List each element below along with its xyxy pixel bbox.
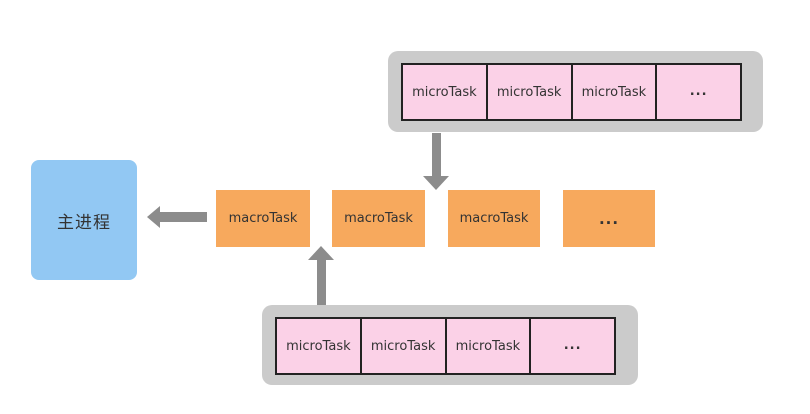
microtask-queue-top-table: microTask microTask microTask ... [401,63,742,121]
microtask-cell: microTask [403,65,488,119]
microtask-cell: microTask [277,319,362,373]
microtask-ellipsis-cell: ... [689,84,708,100]
macrotask-ellipsis-box: ... [563,190,655,247]
macrotask-box: macroTask [332,190,425,247]
microtask-cell: microTask [362,319,447,373]
arrow-shaft [317,259,326,305]
microtask-queue-bottom-container: microTask microTask microTask ... [262,305,638,385]
arrow-up-icon [308,246,335,305]
macrotask-box: macroTask [448,190,540,247]
arrow-head [423,176,449,190]
microtask-queue-bottom-table: microTask microTask microTask ... [275,317,616,375]
arrow-down-icon [423,133,450,190]
arrow-shaft [432,133,441,177]
main-process-label: 主进程 [57,212,111,233]
arrow-head [308,246,334,260]
microtask-ellipsis-cell: ... [563,338,582,354]
main-process-box: 主进程 [31,160,137,280]
macrotask-box: macroTask [216,190,310,247]
microtask-cell: microTask [447,319,532,373]
microtask-cell: microTask [488,65,573,119]
microtask-queue-top-container: microTask microTask microTask ... [388,51,763,132]
arrow-shaft [159,212,207,222]
arrow-head [147,206,160,228]
arrow-left-icon [147,206,207,228]
microtask-cell: microTask [573,65,658,119]
